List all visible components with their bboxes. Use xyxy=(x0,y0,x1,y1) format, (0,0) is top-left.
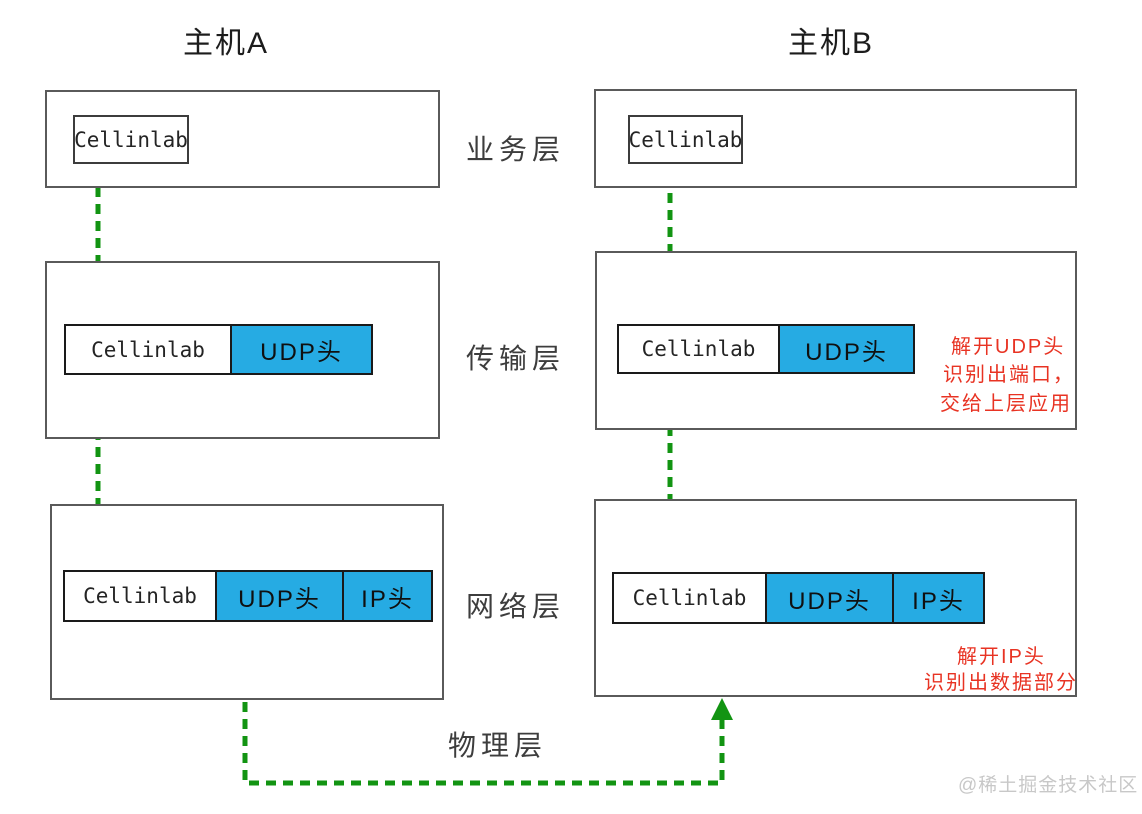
udp-header-label: UDP头 xyxy=(238,585,321,613)
host-a-title: 主机A xyxy=(183,27,270,60)
unpack-udp-note-line2: 识别出端口， xyxy=(943,364,1075,386)
payload-label: Cellinlab xyxy=(641,337,756,361)
host-a-network-packet: Cellinlab UDP头 IP头 xyxy=(63,570,433,622)
payload-segment: Cellinlab xyxy=(614,574,765,622)
watermark-text: @稀土掘金技术社区 xyxy=(958,775,1139,796)
udp-header-segment: UDP头 xyxy=(765,574,892,622)
layer-label-business: 业务层 xyxy=(466,134,566,165)
udp-header-segment: UDP头 xyxy=(230,326,371,373)
layer-label-physical: 物理层 xyxy=(448,730,548,761)
host-b-transport-packet: Cellinlab UDP头 xyxy=(617,324,915,374)
layer-label-transport: 传输层 xyxy=(466,343,566,374)
unpack-udp-note-line3: 交给上层应用 xyxy=(940,393,1072,415)
payload-label: Cellinlab xyxy=(628,127,743,152)
ip-header-label: IP头 xyxy=(361,585,414,613)
host-b-network-packet: Cellinlab UDP头 IP头 xyxy=(612,572,985,624)
host-a-payload-chip: Cellinlab xyxy=(73,115,189,164)
payload-segment: Cellinlab xyxy=(619,326,778,372)
payload-segment: Cellinlab xyxy=(65,572,215,620)
ip-header-segment: IP头 xyxy=(892,574,983,622)
host-a-transport-packet: Cellinlab UDP头 xyxy=(64,324,373,375)
payload-segment: Cellinlab xyxy=(66,326,230,373)
unpack-ip-note-line1: 解开IP头 xyxy=(957,646,1046,668)
host-b-payload-chip: Cellinlab xyxy=(628,115,743,164)
payload-label: Cellinlab xyxy=(74,127,188,152)
udp-header-segment: UDP头 xyxy=(778,326,913,372)
up-arrow-b3-head xyxy=(711,698,733,720)
unpack-ip-note-line2: 识别出数据部分 xyxy=(924,672,1078,694)
layer-label-network: 网络层 xyxy=(466,591,566,622)
payload-label: Cellinlab xyxy=(83,584,197,608)
udp-header-label: UDP头 xyxy=(788,587,871,615)
udp-header-label: UDP头 xyxy=(805,338,888,366)
ip-header-segment: IP头 xyxy=(342,572,431,620)
payload-label: Cellinlab xyxy=(632,586,747,610)
host-b-title: 主机B xyxy=(788,27,875,60)
ip-header-label: IP头 xyxy=(912,587,965,615)
udp-header-segment: UDP头 xyxy=(215,572,342,620)
payload-label: Cellinlab xyxy=(91,337,205,362)
unpack-udp-note-line1: 解开UDP头 xyxy=(951,336,1066,358)
udp-header-label: UDP头 xyxy=(260,339,343,366)
